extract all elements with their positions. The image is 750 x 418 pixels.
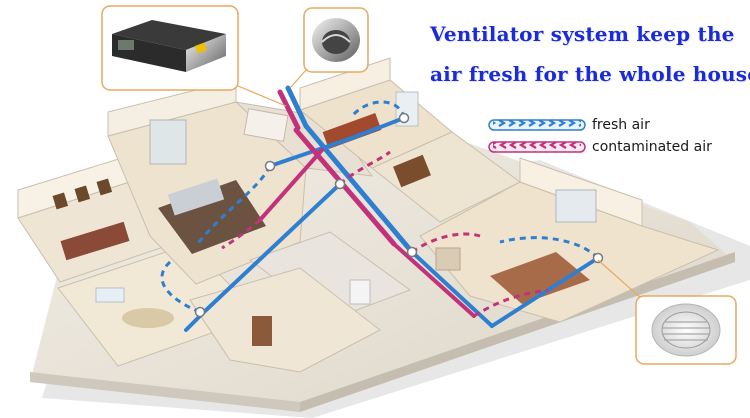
ventilator-unit-callout [101,5,287,107]
vent-nodes [194,112,604,318]
ceiling-diffuser-callout [597,259,737,365]
contaminated-air-ducts [258,89,476,318]
contaminated-air-arrow-icon [488,141,586,153]
legend-contaminated-air: contaminated air [488,137,712,157]
headline-line-2: air fresh for the whole house [430,62,750,86]
rooms [17,57,720,373]
roof-vent-callout [289,7,369,89]
round-air-diffuser-icon [651,303,721,357]
roof-vent-cap-icon [312,18,360,62]
fresh-air-ducts [184,85,600,332]
legend-fresh-air: fresh air [488,115,650,135]
legend-contaminated-air-label: contaminated air [592,139,712,155]
ventilator-unit-icon [112,20,226,72]
fresh-air-arrow-icon [488,119,586,131]
airflow-arcs [160,100,600,318]
headline-line-1: Ventilator system keep the [430,22,735,46]
legend-fresh-air-label: fresh air [592,117,650,133]
